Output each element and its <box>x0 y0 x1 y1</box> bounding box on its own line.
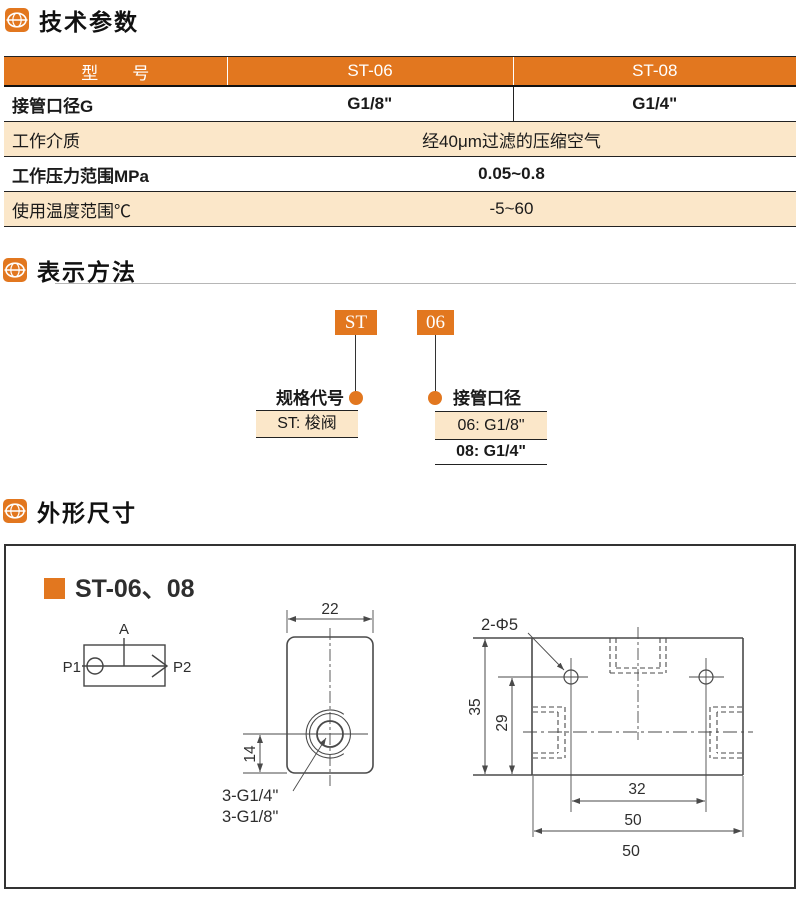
section-title-dimensions: 外形尺寸 <box>37 501 137 526</box>
code-dot <box>349 391 363 405</box>
orange-square-bullet <box>44 578 65 599</box>
spec-row-temperature: 使用温度范围℃ -5~60 <box>4 191 796 227</box>
brand-globe-icon <box>5 8 29 32</box>
code-connector-line <box>355 335 356 392</box>
valve-schematic <box>82 638 169 687</box>
code-box-series: ST <box>335 310 377 335</box>
spec-value: 0.05~0.8 <box>227 156 796 192</box>
section-header-tech-params: 技术参数 <box>5 3 139 37</box>
model-name-text: ST-06、08 <box>75 575 195 603</box>
series-code-entry: ST: 梭阀 <box>256 411 358 437</box>
section-header-dimensions: 外形尺寸 <box>3 494 137 528</box>
dim-side-width: 50 <box>624 812 642 829</box>
dim-front-width: 22 <box>321 601 338 618</box>
front-port-thread-label-2: 3-G1/8" <box>222 808 278 826</box>
hole-spec-label: 2-Φ5 <box>481 616 518 634</box>
schematic-port-p1-label: P1 <box>63 659 81 676</box>
spec-row-pressure: 工作压力范围MPa 0.05~0.8 <box>4 156 796 192</box>
left-port-hidden-lines <box>533 706 566 759</box>
right-port-hidden-lines <box>709 706 742 759</box>
port-size-legend: 06: G1/8" 08: G1/4" <box>435 411 547 465</box>
dim-side-hole-pitch: 32 <box>628 781 645 798</box>
brand-globe-icon <box>3 258 27 282</box>
spec-value: 经40μm过滤的压缩空气 <box>227 121 796 157</box>
dim-side-height: 35 <box>467 698 484 715</box>
spec-header-st08: ST-08 <box>512 56 796 87</box>
port-size-label: 接管口径 <box>453 389 521 408</box>
schematic-port-a-label: A <box>119 621 129 638</box>
spec-label: 使用温度范围℃ <box>4 191 227 227</box>
dimension-drawing-panel: ST-06、08 A P1 P2 <box>4 544 796 894</box>
spec-header-st06: ST-06 <box>226 56 513 87</box>
dim-front-port-height: 14 <box>242 745 259 763</box>
section-title-designation: 表示方法 <box>37 260 137 285</box>
spec-row-medium: 工作介质 经40μm过滤的压缩空气 <box>4 121 796 157</box>
section-header-designation: 表示方法 <box>3 253 137 287</box>
spec-label: 工作介质 <box>4 121 227 157</box>
spec-value-st06: G1/8" <box>227 85 513 122</box>
brand-globe-icon <box>3 499 27 523</box>
schematic-port-p2-label: P2 <box>173 659 191 676</box>
front-port-thread-label-1: 3-G1/4" <box>222 787 278 805</box>
spec-label: 工作压力范围MPa <box>4 156 227 192</box>
dim-side-width-overall: 50 <box>622 843 640 860</box>
spec-table: 型 号 ST-06 ST-08 接管口径G G1/8" G1/4" 工作介质 经… <box>4 56 796 227</box>
top-port-hidden-lines <box>609 638 667 674</box>
spec-label: 接管口径G <box>4 85 227 122</box>
port-size-entry-06: 06: G1/8" <box>435 412 547 440</box>
series-code-legend: ST: 梭阀 <box>256 410 358 438</box>
spec-header-model: 型 号 <box>4 56 227 87</box>
spec-value-st08: G1/4" <box>512 85 796 122</box>
code-box-size: 06 <box>417 310 454 335</box>
model-label: ST-06、08 <box>44 575 195 603</box>
series-code-label: 规格代号 <box>276 389 344 408</box>
section-title-tech-params: 技术参数 <box>39 10 139 35</box>
port-size-entry-08: 08: G1/4" <box>456 443 526 460</box>
code-dot <box>428 391 442 405</box>
panel-border <box>4 544 796 889</box>
dim-side-hole-height: 29 <box>494 714 511 731</box>
spec-header-row: 型 号 ST-06 ST-08 <box>4 56 796 87</box>
side-view: 2-Φ5 35 29 32 50 50 <box>467 616 753 860</box>
header-underline <box>55 283 796 284</box>
spec-value: -5~60 <box>227 191 796 227</box>
front-view: 22 14 3-G1/4" 3-G1/8" <box>222 601 374 826</box>
spec-row-port-size: 接管口径G G1/8" G1/4" <box>4 85 796 122</box>
code-connector-line <box>435 335 436 392</box>
